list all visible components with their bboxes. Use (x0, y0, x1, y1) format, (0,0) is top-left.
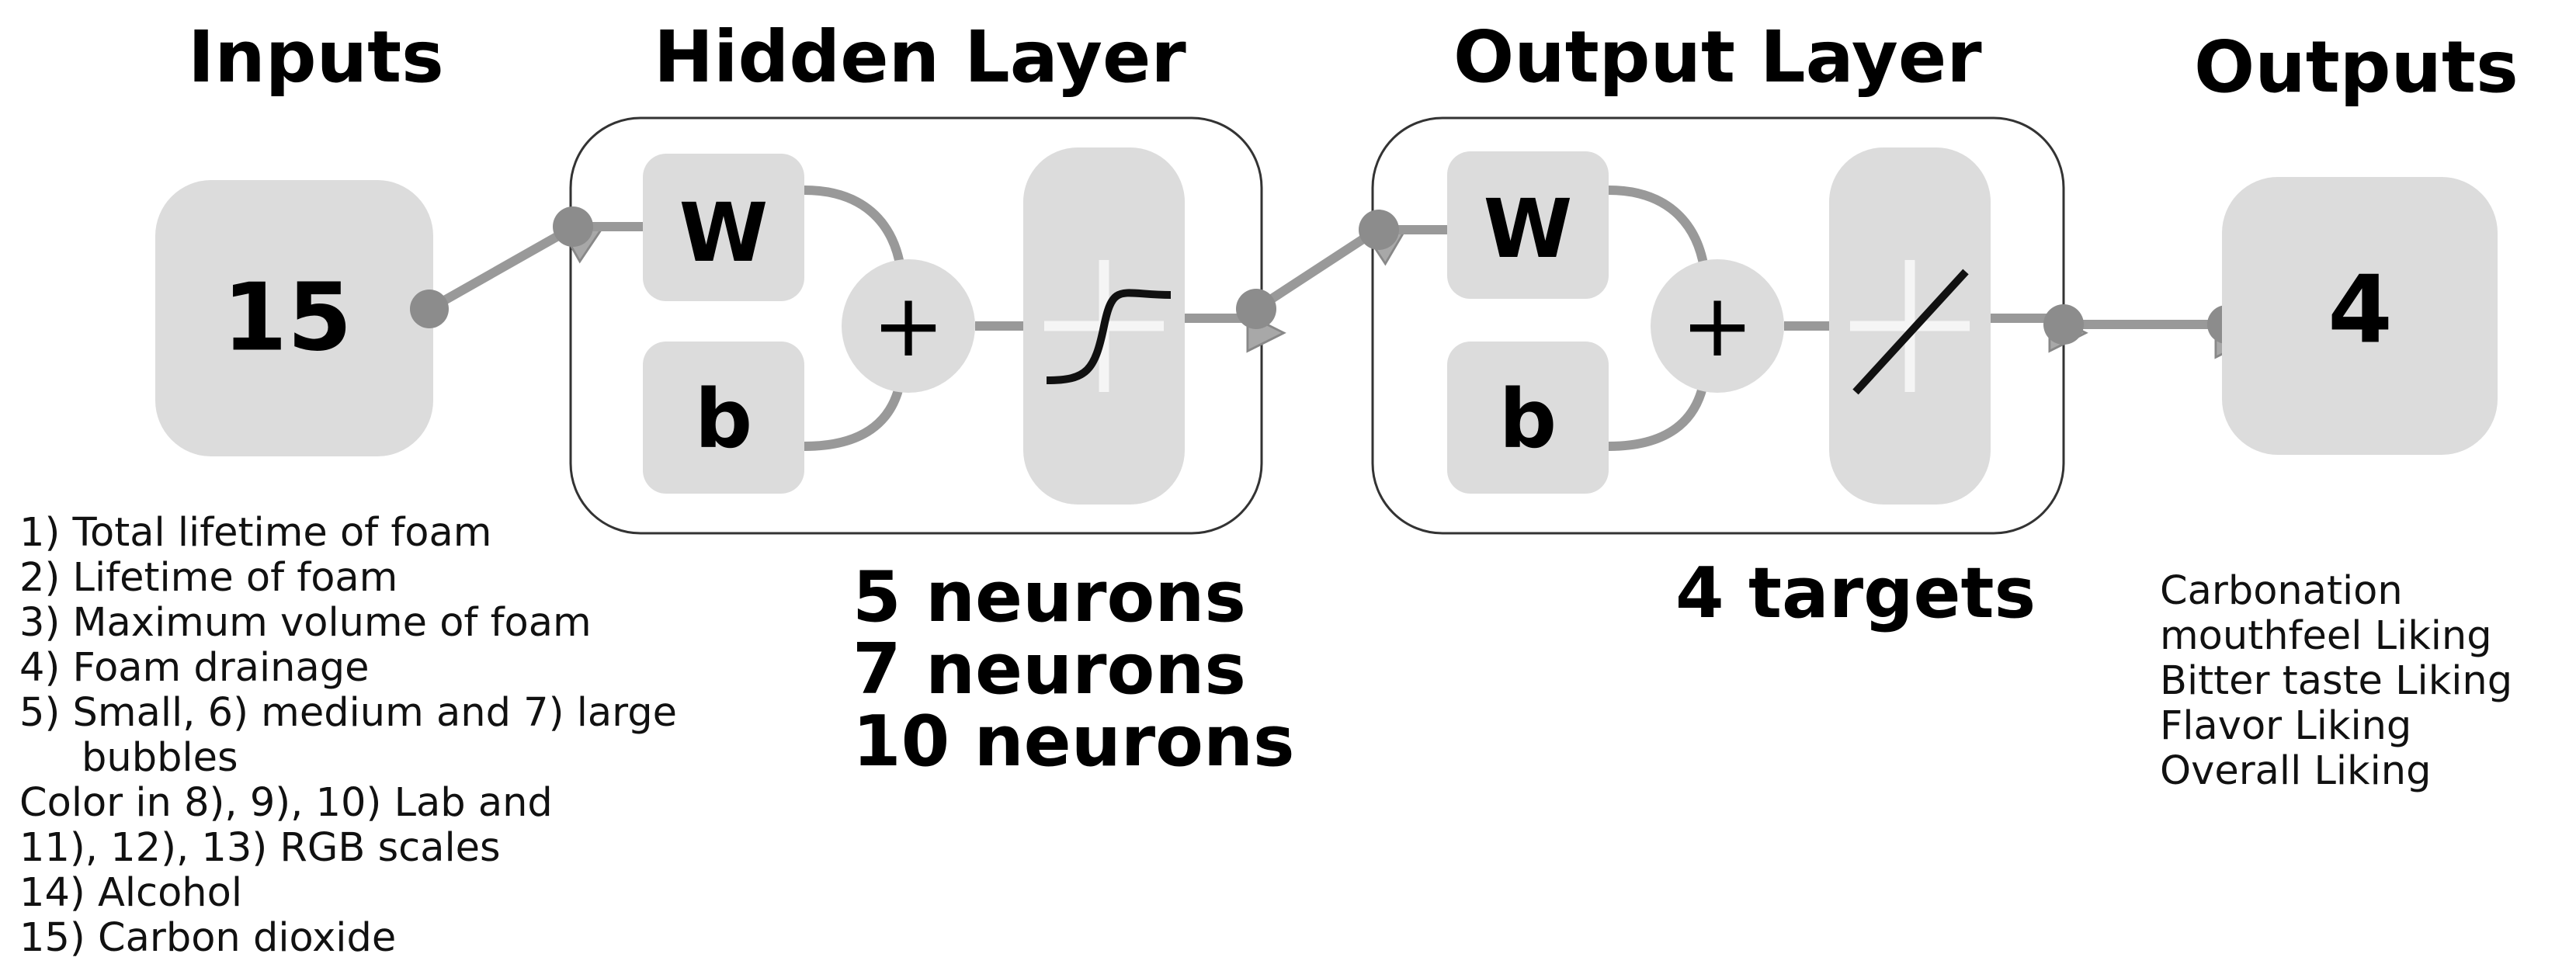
input-connector (427, 225, 605, 314)
output-list: Carbonation mouthfeel Liking Bitter tast… (2160, 568, 2512, 794)
hidden-to-output-connector (1253, 227, 1408, 314)
hidden-sum-node (842, 259, 975, 393)
output-output-node (2043, 304, 2084, 345)
output-bias-label: b (1499, 372, 1557, 466)
input-list-item: 5) Small, 6) medium and 7) large (19, 690, 677, 736)
hidden-weight-label: W (679, 186, 769, 280)
input-list-item: 3) Maximum volume of foam (19, 600, 592, 646)
output-list-item: Flavor Liking (2160, 703, 2411, 749)
sigmoid-icon (1044, 260, 1172, 392)
inputs-title: Inputs (188, 16, 444, 99)
hidden-sum-symbol: + (872, 276, 945, 376)
output-bias-box (1447, 342, 1609, 494)
hidden-input-node (553, 206, 593, 247)
hidden-neurons-option: 10 neurons (852, 701, 1295, 782)
output-list-item: Overall Liking (2160, 748, 2431, 794)
outputs-title: Outputs (2194, 26, 2519, 109)
input-count: 15 (223, 265, 352, 373)
input-list-item: 11), 12), 13) RGB scales (19, 825, 501, 871)
hidden-layer-title: Hidden Layer (654, 16, 1186, 99)
output-sum-node (1651, 259, 1784, 393)
output-weight-box (1447, 151, 1609, 299)
output-sum-symbol: + (1681, 276, 1754, 376)
hidden-bias-label: b (695, 372, 752, 466)
input-list: 1) Total lifetime of foam 2) Lifetime of… (19, 510, 677, 961)
linear-icon (1850, 260, 1970, 395)
hidden-neurons-option: 5 neurons (852, 557, 1246, 638)
input-node (410, 290, 449, 328)
input-list-item: 14) Alcohol (19, 870, 242, 916)
input-list-item: Color in 8), 9), 10) Lab and (19, 780, 553, 826)
hidden-bias-box (643, 342, 804, 494)
hidden-neurons-option: 7 neurons (852, 629, 1246, 710)
input-list-item: 1) Total lifetime of foam (19, 510, 491, 556)
output-layer-title: Output Layer (1453, 16, 1982, 99)
input-list-item: 2) Lifetime of foam (19, 555, 398, 601)
output-box: 4 (2222, 177, 2498, 455)
input-box: 15 (155, 180, 433, 456)
input-list-item: bubbles (82, 735, 238, 781)
input-list-item: 4) Foam drainage (19, 645, 370, 691)
output-input-node (1359, 210, 1399, 250)
input-list-item: 15) Carbon dioxide (19, 915, 396, 961)
hidden-output-node (1236, 289, 1276, 329)
output-list-item: mouthfeel Liking (2160, 613, 2492, 659)
output-weight-label: W (1484, 182, 1573, 276)
output-list-item: Bitter taste Liking (2160, 658, 2512, 704)
hidden-weight-box (643, 154, 804, 301)
output-list-item: Carbonation (2160, 568, 2403, 614)
targets-label: 4 targets (1675, 553, 2036, 634)
output-count: 4 (2328, 257, 2393, 365)
output-layer-block: W b + (1371, 116, 2088, 535)
hidden-layer-block: W b + (569, 116, 1286, 535)
